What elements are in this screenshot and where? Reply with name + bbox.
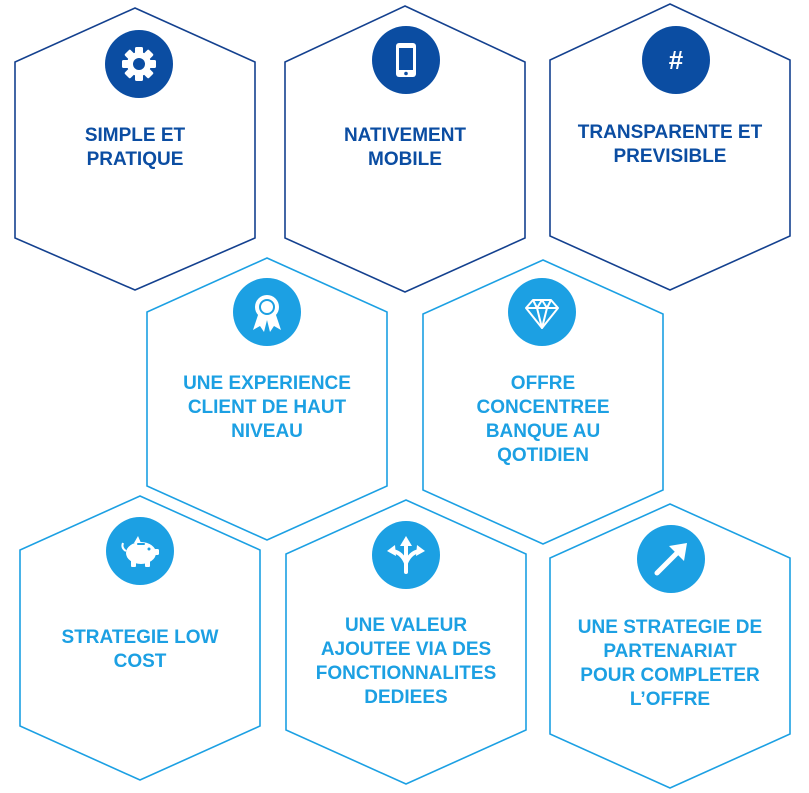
hexagon-6 xyxy=(19,495,261,781)
piggy-bank-icon xyxy=(106,517,174,585)
three-arrows-icon xyxy=(372,521,440,589)
tile-label-6: STRATEGIE LOW COST xyxy=(61,627,219,672)
tile-label-1: SIMPLE ET PRATIQUE xyxy=(84,125,186,170)
hexagon-8 xyxy=(549,503,791,789)
award-ribbon-icon xyxy=(233,278,301,346)
hexagon-2 xyxy=(284,5,526,293)
hexagon-3 xyxy=(549,3,791,291)
tile-label-5: OFFRE CONCENTREE BANQUE AU QOTIDIEN xyxy=(476,373,610,466)
hexagon-5 xyxy=(422,259,664,545)
hashtag-icon: # xyxy=(642,26,710,94)
svg-text:#: # xyxy=(669,45,684,75)
hexagon-7 xyxy=(285,499,527,785)
tile-label-4: UNE EXPERIENCE CLIENT DE HAUT NIVEAU xyxy=(183,373,351,442)
smartphone-icon xyxy=(372,26,440,94)
tile-label-2: NATIVEMENT MOBILE xyxy=(343,125,467,170)
tile-label-8: UNE STRATEGIE DE PARTENARIAT POUR COMPLE… xyxy=(577,617,763,710)
hexagon-4 xyxy=(146,257,388,541)
growth-arrow-icon xyxy=(637,525,705,593)
hexagon-1 xyxy=(14,7,256,291)
tile-label-7: UNE VALEUR AJOUTEE VIA DES FONCTIONNALIT… xyxy=(315,615,497,708)
tile-label-3: TRANSPARENTE ET PREVISIBLE xyxy=(577,122,763,167)
diamond-icon xyxy=(508,278,576,346)
gear-icon xyxy=(105,30,173,98)
